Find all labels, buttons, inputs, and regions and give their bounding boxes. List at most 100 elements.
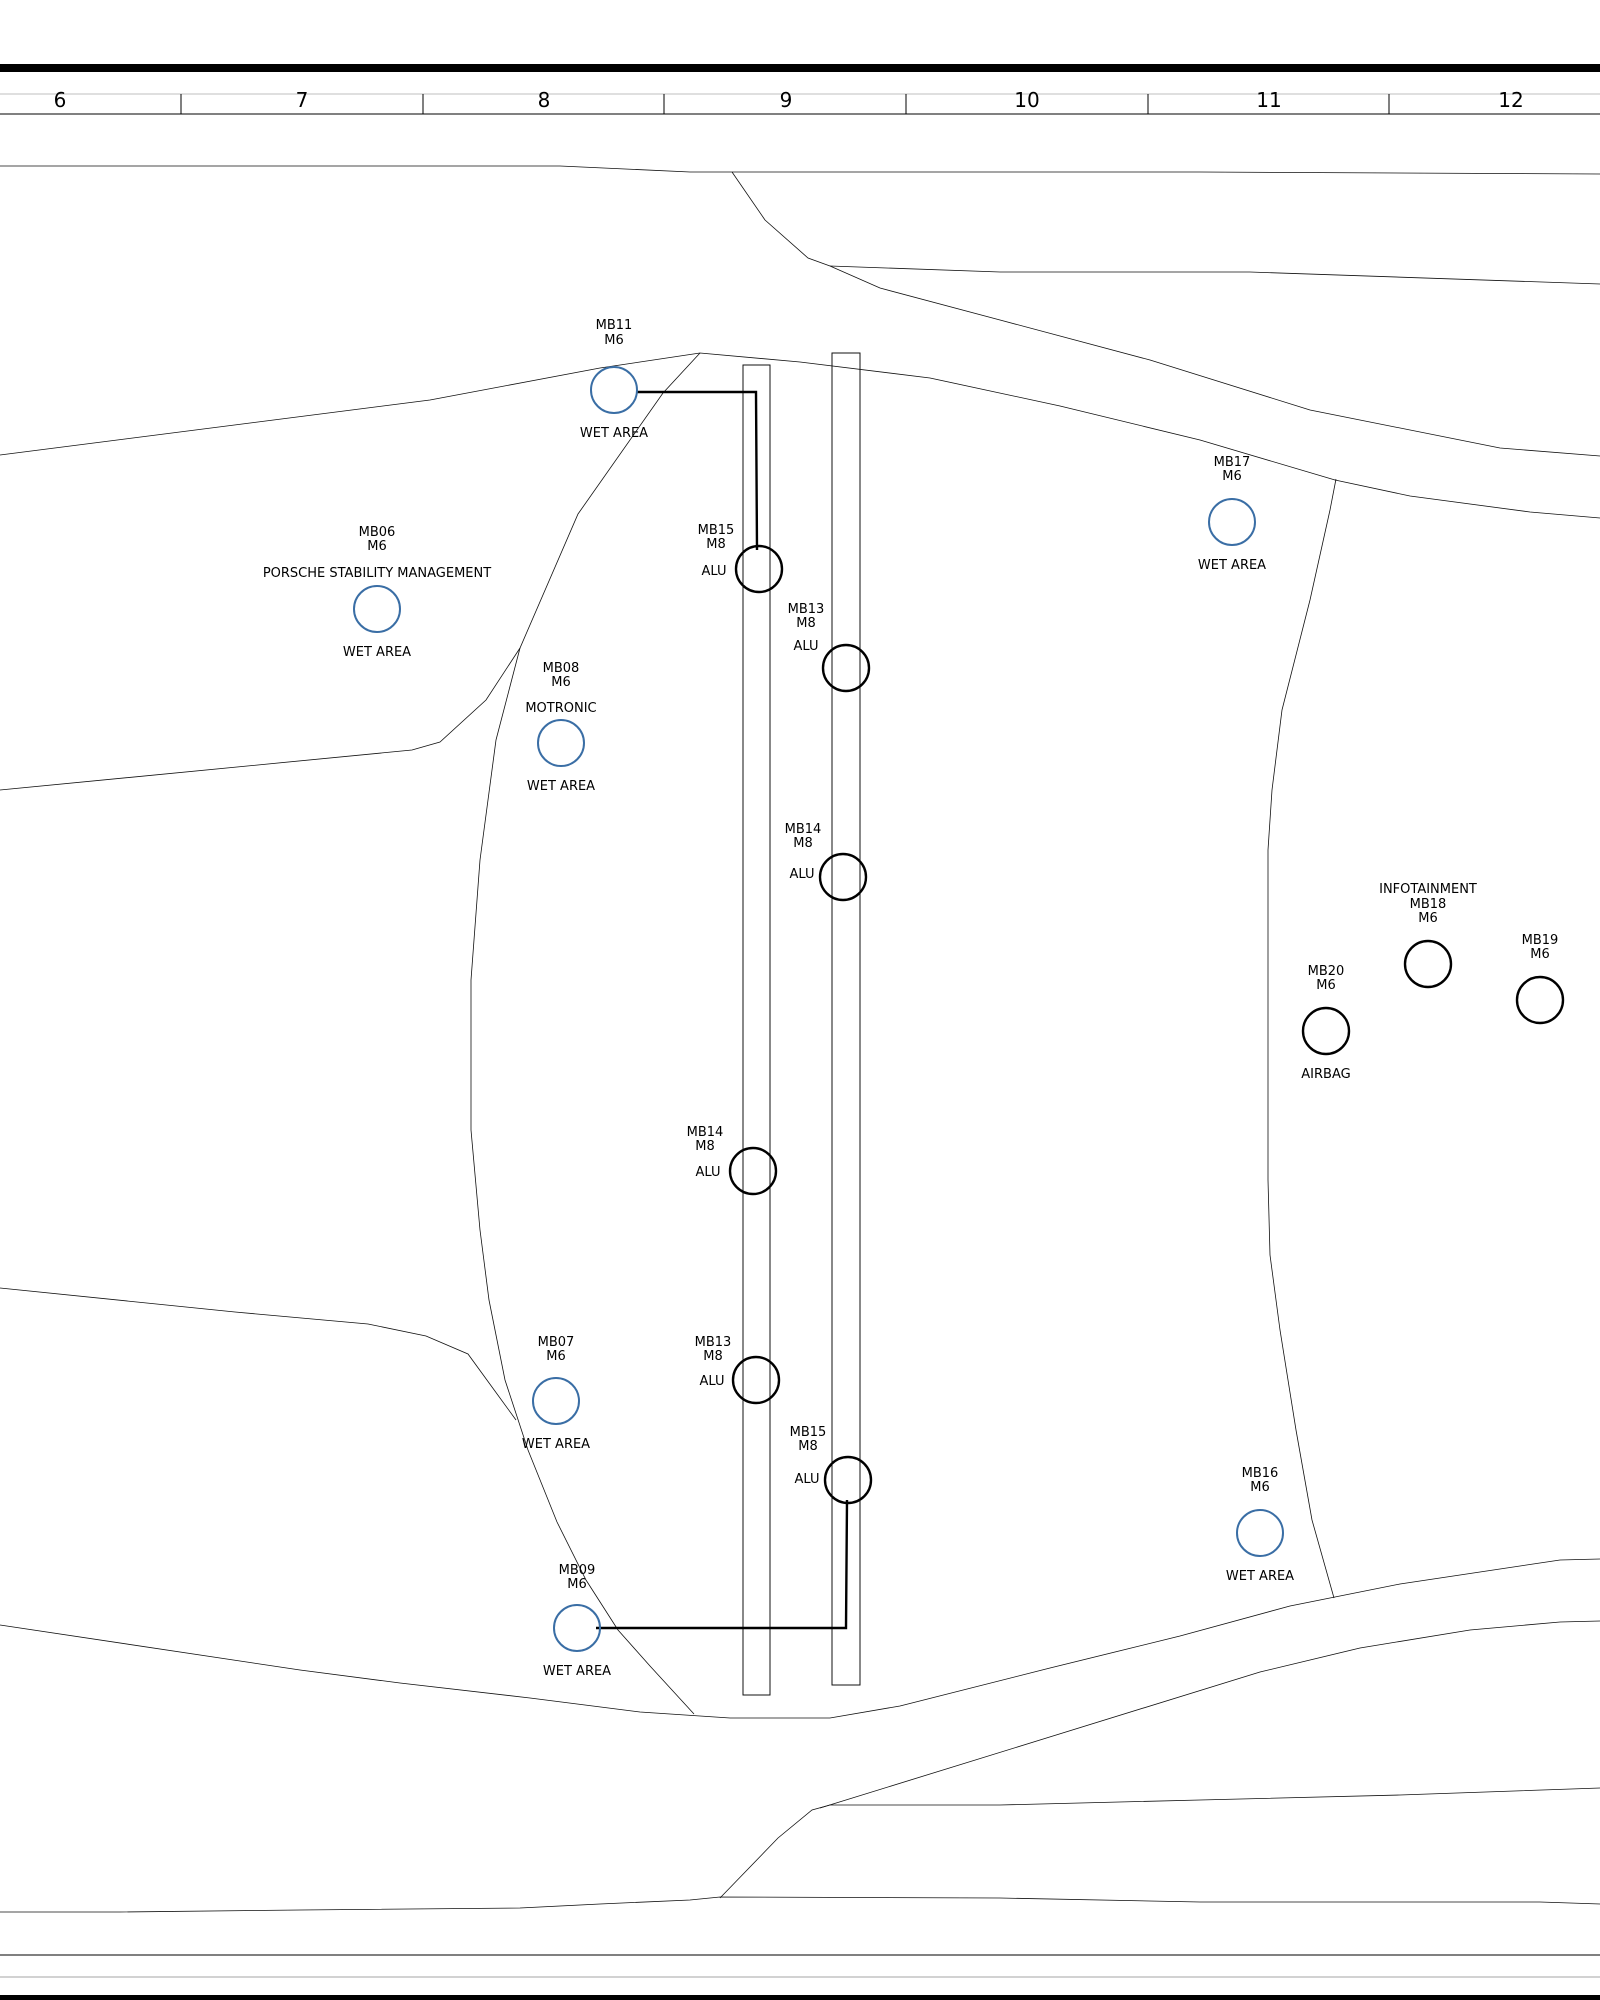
connection-link-top	[636, 390, 759, 551]
ground-point-circle-wet	[353, 585, 401, 633]
ground-point-material: ALU	[793, 639, 818, 654]
outline-line	[819, 1620, 1600, 1809]
column-label: 10	[1014, 88, 1039, 112]
ground-point-circle	[731, 1355, 781, 1405]
ground-point-area-label: WET AREA	[1198, 558, 1266, 573]
ground-point-label: M8	[706, 537, 726, 552]
ground-point-label: MB13	[788, 602, 825, 617]
ground-point-material: ALU	[701, 564, 726, 579]
ground-point-label: MB06	[359, 525, 396, 540]
ground-point-circle-wet	[1208, 498, 1256, 546]
bottom-frame-border	[0, 1995, 1600, 2000]
ground-point-area-label: WET AREA	[580, 426, 648, 441]
ground-point-label: M6	[604, 333, 624, 348]
ground-point-material: ALU	[695, 1165, 720, 1180]
ground-point-label: M6	[546, 1349, 566, 1364]
ground-point-label: MB15	[698, 523, 735, 538]
ground-point-label: M6	[1530, 947, 1550, 962]
right-longitudinal-bar	[831, 352, 861, 1686]
ground-point-label: MB13	[695, 1335, 732, 1350]
outline-line	[0, 352, 701, 791]
ground-point-area-label: WET AREA	[527, 779, 595, 794]
ground-point-label: MB20	[1308, 964, 1345, 979]
outline-line	[0, 165, 1600, 175]
ground-point-circle	[1515, 975, 1565, 1025]
ground-point-label: M8	[798, 1439, 818, 1454]
ground-point-label: M8	[793, 836, 813, 851]
ground-point-label: MB14	[785, 822, 822, 837]
ground-point-label: INFOTAINMENT	[1379, 882, 1477, 897]
ground-point-area-label: WET AREA	[543, 1664, 611, 1679]
left-longitudinal-bar	[742, 364, 771, 1696]
ground-point-material: ALU	[794, 1472, 819, 1487]
ground-point-label: M6	[1316, 978, 1336, 993]
ground-point-circle	[1403, 939, 1453, 989]
connection-link-bottom	[596, 1499, 849, 1630]
outline-line	[0, 1287, 517, 1421]
ground-point-label: MB17	[1214, 455, 1251, 470]
ground-point-label: MB09	[559, 1563, 596, 1578]
ground-point-label: MB15	[790, 1425, 827, 1440]
ground-point-material: ALU	[699, 1374, 724, 1389]
column-label: 9	[780, 88, 793, 112]
outline-line	[0, 1896, 1600, 1913]
ground-point-circle-wet	[553, 1604, 601, 1652]
ground-point-label: M8	[703, 1349, 723, 1364]
outline-line	[0, 1558, 1600, 1719]
ground-point-area-label: WET AREA	[1226, 1569, 1294, 1584]
ground-point-label: M6	[367, 539, 387, 554]
ground-point-label: MOTRONIC	[525, 701, 596, 716]
ground-point-label: MB19	[1522, 933, 1559, 948]
ground-point-label: MB18	[1410, 897, 1447, 912]
vehicle-outline	[0, 165, 1600, 1913]
ground-point-circle	[728, 1146, 778, 1196]
column-label: 6	[54, 88, 67, 112]
ground-point-circle-wet	[590, 366, 638, 414]
ground-point-label: MB07	[538, 1335, 575, 1350]
ground-point-material: ALU	[789, 867, 814, 882]
ground-point-circle	[821, 643, 871, 693]
outline-line	[829, 265, 1600, 285]
column-label: 7	[296, 88, 309, 112]
outline-line	[470, 647, 695, 1715]
ground-point-label: M6	[1250, 1480, 1270, 1495]
ground-point-label: M8	[796, 616, 816, 631]
top-frame-border	[0, 64, 1600, 72]
ground-point-area-label: WET AREA	[522, 1437, 590, 1452]
ground-point-circle-wet	[537, 719, 585, 767]
ground-point-circle-wet	[1236, 1509, 1284, 1557]
ground-point-label: MB16	[1242, 1466, 1279, 1481]
ground-point-label: M6	[551, 675, 571, 690]
ground-point-circle	[818, 852, 868, 902]
ground-point-label: M6	[1418, 911, 1438, 926]
ground-point-circle	[734, 544, 784, 594]
column-label: 8	[538, 88, 551, 112]
ground-point-area-label: AIRBAG	[1301, 1067, 1350, 1082]
column-labels: 6 7 8 9 10 11 12	[54, 88, 1524, 112]
ground-point-circle	[823, 1455, 873, 1505]
column-label: 12	[1498, 88, 1523, 112]
ground-point-circle	[1301, 1006, 1351, 1056]
ground-point-label: M8	[695, 1139, 715, 1154]
outline-line	[719, 1787, 1600, 1899]
column-label: 11	[1256, 88, 1281, 112]
outline-line	[0, 352, 1600, 519]
